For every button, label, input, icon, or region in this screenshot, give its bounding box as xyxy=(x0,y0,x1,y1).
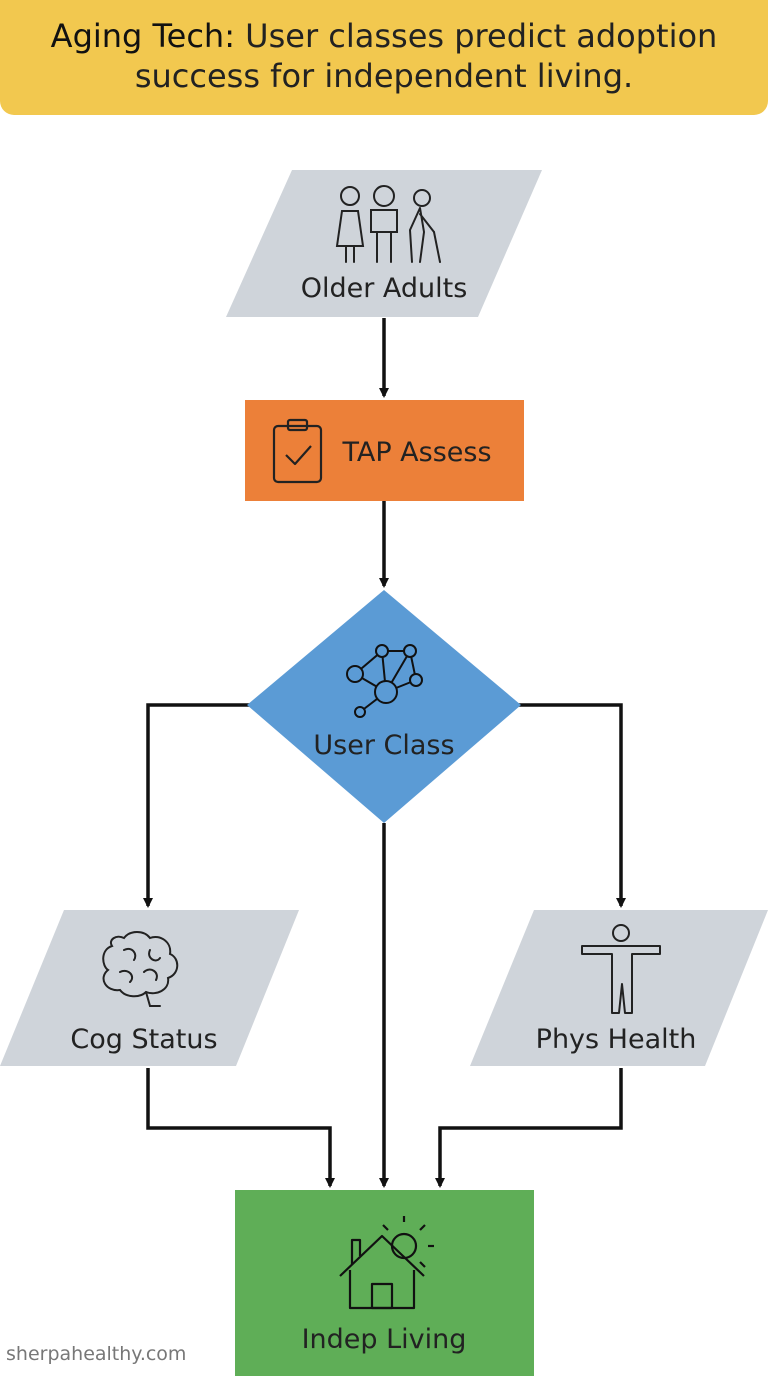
node-cog-status: Cog Status xyxy=(0,910,299,1066)
banner-title-text: User classes predict adoption success fo… xyxy=(134,17,718,95)
indep-living-label: Indep Living xyxy=(302,1324,467,1355)
node-phys-health: Phys Health xyxy=(470,910,768,1066)
connector-class-to-phys xyxy=(518,703,626,908)
tap-assess-label: TAP Assess xyxy=(341,437,491,468)
banner-title-bold: Aging Tech: xyxy=(50,17,235,55)
node-older-adults: Older Adults xyxy=(226,170,542,317)
node-indep-living: Indep Living xyxy=(235,1190,534,1376)
connector-cog-to-living xyxy=(146,1068,335,1188)
cog-status-label: Cog Status xyxy=(70,1024,217,1055)
house-sun-icon xyxy=(339,1216,434,1310)
phys-health-shape xyxy=(470,910,768,1066)
node-user-class: User Class xyxy=(247,590,521,823)
connector-phys-to-living xyxy=(435,1068,623,1188)
network-icon xyxy=(346,644,423,718)
watermark-text: sherpahealthy.com xyxy=(6,1343,187,1365)
title-banner: Aging Tech: User classes predict adoptio… xyxy=(0,0,768,115)
older-adults-label: Older Adults xyxy=(301,273,468,304)
brain-icon xyxy=(102,931,179,1007)
cog-status-shape xyxy=(0,910,299,1066)
older-adults-icon xyxy=(335,185,441,263)
connectors xyxy=(143,318,626,1188)
older-adults-shape xyxy=(226,170,542,317)
tap-assess-shape xyxy=(245,400,524,501)
clipboard-check-icon xyxy=(272,418,323,484)
user-class-label: User Class xyxy=(313,730,454,761)
phys-health-label: Phys Health xyxy=(536,1024,697,1055)
node-tap-assess: TAP Assess xyxy=(245,400,524,501)
human-figure-icon xyxy=(581,924,661,1014)
connector-class-to-cog xyxy=(143,703,250,908)
user-class-shape xyxy=(247,590,521,823)
